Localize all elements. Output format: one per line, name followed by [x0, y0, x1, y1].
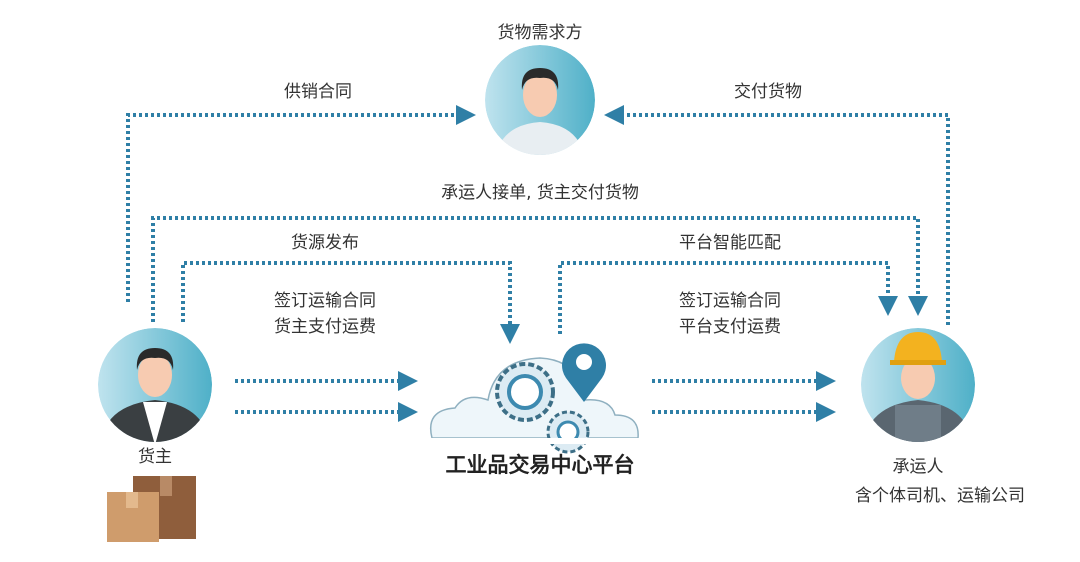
shipper-avatar	[98, 328, 212, 442]
edge-accept-order	[151, 216, 928, 322]
edge-label-line: 货主支付运费	[274, 317, 376, 337]
shipper-label: 货主	[138, 447, 172, 467]
edge-label-line: 签订运输合同	[679, 291, 781, 311]
edge-label-shipper-contract: 签订运输合同 货主支付运费	[274, 288, 376, 340]
edge-label-smart-match: 平台智能匹配	[679, 233, 781, 253]
platform-label: 工业品交易中心平台	[445, 453, 635, 477]
edge-label-publish-cargo: 货源发布	[291, 233, 359, 253]
edge-label-deliver-goods: 交付货物	[734, 82, 802, 102]
location-pin-icon	[562, 343, 606, 402]
edge-smart-match	[558, 261, 898, 334]
buyer-avatar	[485, 45, 595, 155]
edge-deliver-goods	[604, 105, 950, 325]
carrier-sublabel: 含个体司机、运输公司	[855, 486, 1025, 506]
edge-label-accept-order: 承运人接单, 货主交付货物	[441, 183, 639, 203]
carrier-label: 承运人	[892, 457, 944, 477]
edge-label-platform-contract: 签订运输合同 平台支付运费	[679, 288, 781, 340]
cargo-boxes-icon	[107, 476, 196, 542]
edge-label-line: 平台支付运费	[679, 317, 781, 337]
edge-label-line: 签订运输合同	[274, 291, 376, 311]
edge-publish-cargo	[181, 261, 520, 344]
edge-supply-contract	[126, 105, 476, 302]
buyer-label: 货物需求方	[497, 23, 583, 43]
carrier-avatar	[861, 328, 975, 442]
edge-label-supply-contract: 供销合同	[284, 82, 352, 102]
cloud-gears-icon	[430, 343, 642, 454]
